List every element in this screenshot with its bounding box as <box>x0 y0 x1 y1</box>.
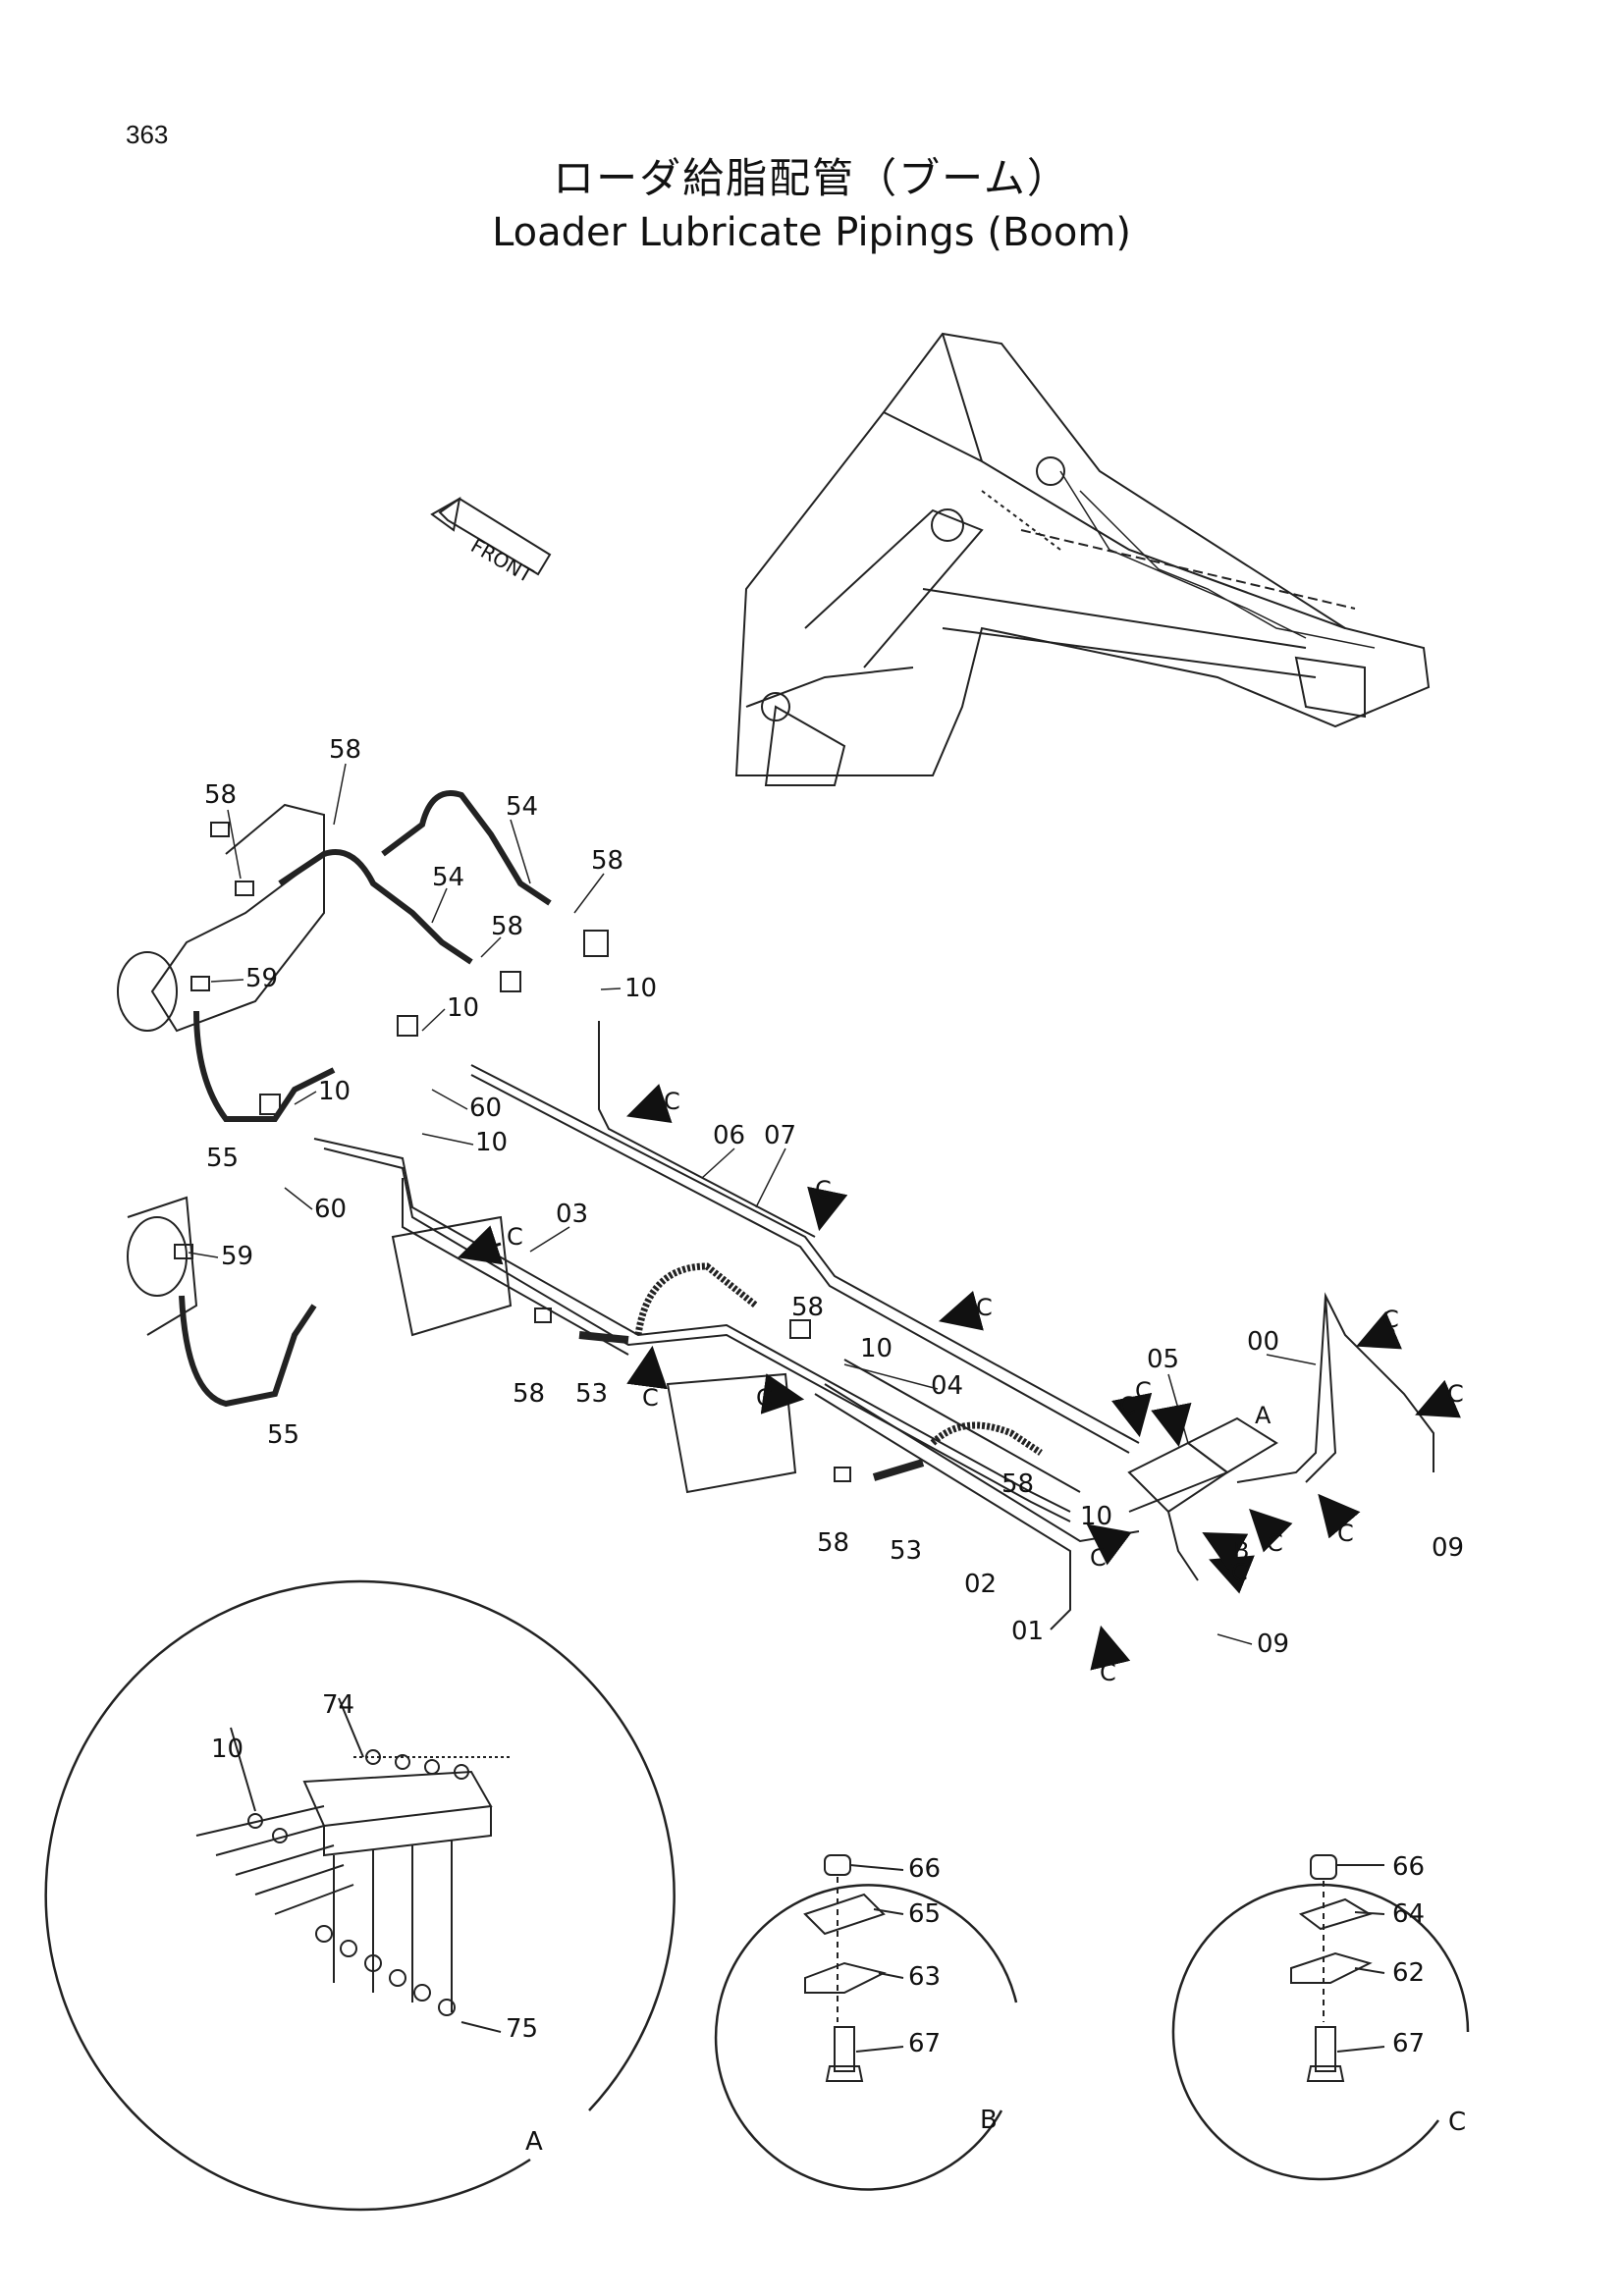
detail-c: 66 64 62 67 C <box>1171 1852 1470 2181</box>
detail-b-name: B <box>980 2106 998 2135</box>
detail-c-label-67: 67 <box>1392 2029 1425 2058</box>
clamp-c-label: C <box>1231 1559 1248 1586</box>
clamp-pointers <box>458 1084 1462 1671</box>
detail-b: 66 65 63 67 B <box>714 1854 1018 2191</box>
part-label: 58 <box>329 735 361 765</box>
part-label: 10 <box>447 993 479 1023</box>
part-label: 58 <box>1001 1469 1034 1499</box>
part-label: 53 <box>890 1536 922 1566</box>
clamp-c-label: C <box>1447 1380 1464 1408</box>
clamp-c-label: C <box>976 1294 993 1321</box>
part-label: 09 <box>1257 1629 1289 1659</box>
part-label: 58 <box>591 846 623 876</box>
title-english: Loader Lubricate Pipings (Boom) <box>492 210 1131 255</box>
detail-a-reference: A <box>1255 1402 1271 1429</box>
clamp-c-label: C <box>815 1176 832 1203</box>
detail-c-label-66: 66 <box>1392 1852 1425 1882</box>
part-label: 04 <box>931 1371 963 1401</box>
clamp-c-label: C <box>1267 1529 1283 1557</box>
detail-c-label-64: 64 <box>1392 1899 1425 1929</box>
detail-a: 74 10 75 A <box>44 1579 676 2212</box>
part-label: 58 <box>791 1293 824 1322</box>
part-label: 07 <box>764 1121 796 1150</box>
part-label: 60 <box>314 1195 347 1224</box>
part-label: 02 <box>964 1570 997 1599</box>
part-label: 10 <box>624 974 657 1003</box>
part-label: 54 <box>432 863 464 892</box>
clamp-c-label: C <box>1100 1659 1116 1686</box>
part-label: 58 <box>204 780 237 810</box>
clamp-labels: C C C C C C C C C C C C C C C A B <box>507 1088 1464 1686</box>
detail-b-label-63: 63 <box>908 1962 941 1992</box>
leader-lines <box>188 763 1317 1645</box>
part-labels: 58 58 54 54 58 58 59 10 10 60 10 10 55 6… <box>204 735 1464 1659</box>
clamp-c-label: C <box>1135 1377 1152 1405</box>
part-label: 53 <box>575 1379 608 1409</box>
part-label: 10 <box>318 1077 351 1106</box>
part-label: 55 <box>267 1420 299 1450</box>
clamp-c-label: C <box>756 1384 773 1412</box>
part-label: 60 <box>469 1094 502 1123</box>
part-label: 06 <box>713 1121 745 1150</box>
detail-a-label-10: 10 <box>211 1735 243 1764</box>
part-label: 58 <box>491 912 523 941</box>
detail-a-label-75: 75 <box>506 2014 538 2044</box>
overview-loader-drawing <box>734 332 1431 786</box>
part-label: 09 <box>1432 1533 1464 1563</box>
detail-c-name: C <box>1448 2108 1466 2137</box>
part-label: 00 <box>1247 1327 1279 1357</box>
clamp-c-label: C <box>642 1384 659 1412</box>
part-label: 54 <box>506 792 538 822</box>
clamp-c-label: C <box>1119 1392 1136 1419</box>
main-piping-assembly <box>117 790 1434 1630</box>
clamp-c-label: C <box>1090 1544 1107 1572</box>
title-japanese: ローダ給脂配管（ブーム） <box>553 154 1070 202</box>
detail-a-name: A <box>525 2127 543 2157</box>
part-label: 59 <box>245 964 278 993</box>
clamp-c-label: C <box>1382 1306 1399 1333</box>
part-label: 55 <box>206 1144 239 1173</box>
part-label: 05 <box>1147 1345 1179 1374</box>
clamp-c-label: C <box>664 1088 680 1115</box>
part-label: 01 <box>1011 1617 1044 1646</box>
detail-b-label-65: 65 <box>908 1899 941 1929</box>
page-number: 363 <box>126 120 169 149</box>
clamp-c-label: C <box>507 1223 523 1251</box>
detail-b-label-67: 67 <box>908 2029 941 2058</box>
part-label: 58 <box>817 1528 849 1558</box>
detail-c-label-62: 62 <box>1392 1958 1425 1988</box>
detail-a-label-74: 74 <box>322 1690 354 1720</box>
part-label: 10 <box>860 1334 893 1363</box>
detail-b-label-66: 66 <box>908 1854 941 1884</box>
part-label: 58 <box>513 1379 545 1409</box>
detail-b-reference: B <box>1233 1537 1249 1565</box>
front-label: FRONT <box>467 534 538 588</box>
part-label: 59 <box>221 1242 253 1271</box>
clamp-c-label: C <box>1337 1520 1354 1547</box>
front-arrow: FRONT <box>430 497 552 588</box>
part-label: 10 <box>1080 1502 1112 1531</box>
part-label: 10 <box>475 1128 508 1157</box>
part-label: 03 <box>556 1200 588 1229</box>
